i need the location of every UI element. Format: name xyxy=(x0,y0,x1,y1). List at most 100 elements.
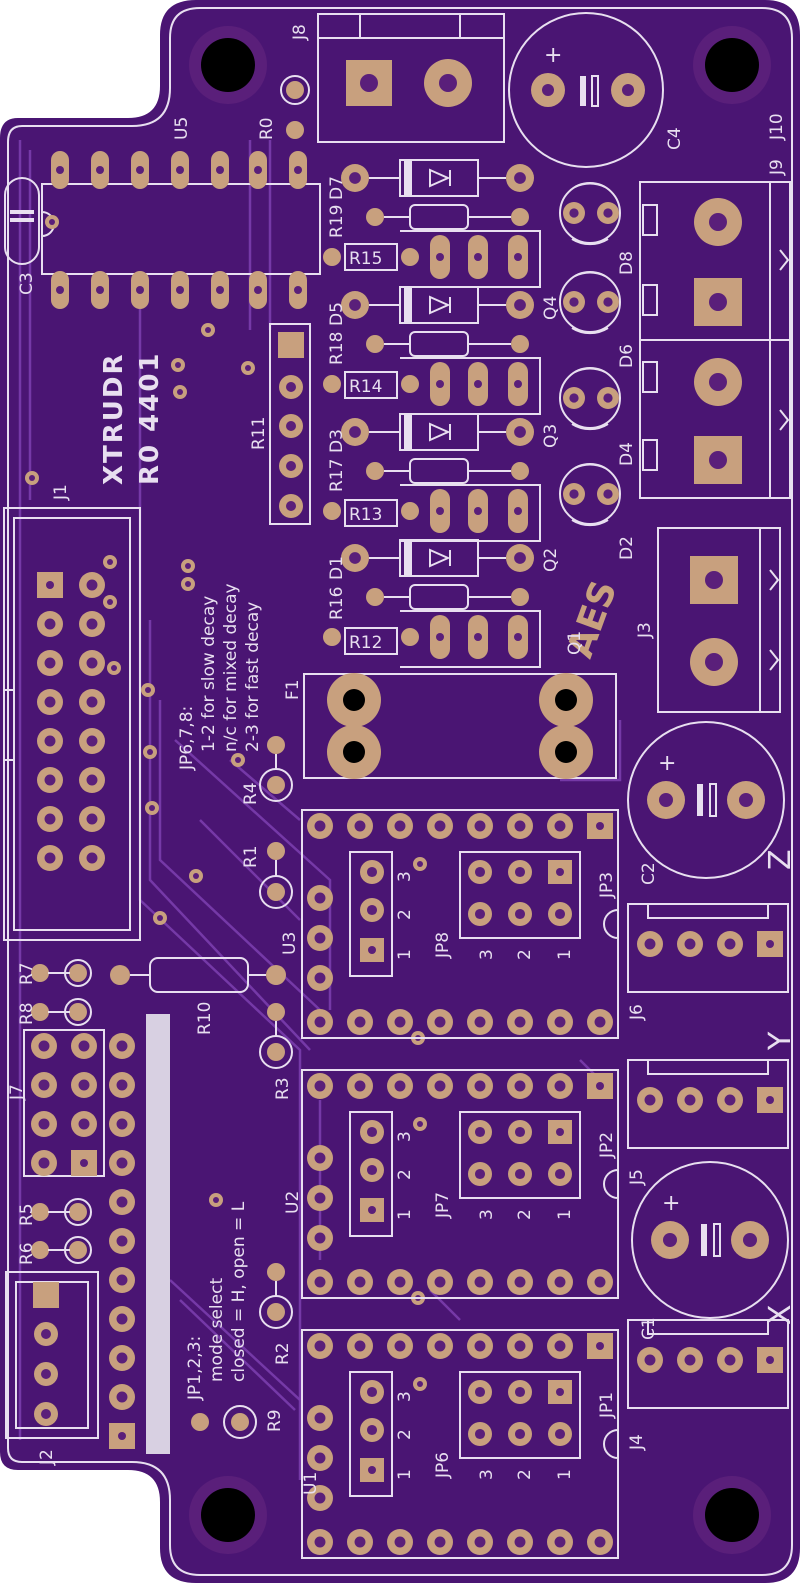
u3-hdr-pin-hole xyxy=(514,908,526,920)
diode-band xyxy=(404,287,412,323)
u2-side-pin-hole xyxy=(314,1232,326,1244)
u3-hdr-pin-hole xyxy=(474,866,486,878)
resistor-body xyxy=(409,458,469,484)
resistor-pad xyxy=(366,335,384,353)
transistor-pad-hole xyxy=(474,633,482,641)
label-u5: U5 xyxy=(172,117,192,140)
resistor-pad xyxy=(511,335,529,353)
u2-pin-hole xyxy=(314,1276,326,1288)
diode-symbol xyxy=(429,295,451,315)
diode-body xyxy=(399,159,479,197)
j1-pin-1-hole xyxy=(46,581,54,589)
diode-pad-hole xyxy=(349,552,361,564)
r11-header xyxy=(269,323,311,525)
led-pad-hole xyxy=(569,393,579,403)
label-r8: R8 xyxy=(17,1002,37,1025)
label-u3: U3 xyxy=(280,932,300,955)
u1-pin-hole xyxy=(434,1536,446,1548)
u3-jp-pin-hole xyxy=(366,904,378,916)
u1-pin-hole xyxy=(394,1340,406,1352)
u3-pin-hole xyxy=(554,1016,566,1028)
board-edge-silk xyxy=(7,7,793,1576)
label-r17: R17 xyxy=(327,459,347,492)
r10-resistor xyxy=(110,957,286,993)
resistor-pad xyxy=(366,588,384,606)
u3-pin-hole xyxy=(314,1016,326,1028)
j1-pin-hole xyxy=(44,696,56,708)
svg-text:Y: Y xyxy=(763,1030,798,1051)
led-pad-hole xyxy=(603,208,613,218)
title-block: XTRUDR R0 4401 xyxy=(99,351,165,485)
j2b-pin-hole xyxy=(116,1274,128,1286)
u1-pin-hole xyxy=(554,1536,566,1548)
axis-connectors xyxy=(627,903,789,1409)
label-d3: D3 xyxy=(327,429,347,453)
decay-note: JP6,7,8: 1-2 for slow decay n/c for mixe… xyxy=(177,583,263,771)
u3-hdr-pin-1-hole xyxy=(556,868,564,876)
u2-pin-hole xyxy=(594,1276,606,1288)
res-pad xyxy=(267,736,285,754)
jp3pin-1: 1 xyxy=(395,1209,415,1220)
via-hole xyxy=(417,1381,423,1387)
mounting-holes xyxy=(189,26,771,1554)
label-r19: R19 xyxy=(327,205,347,238)
r9-ring xyxy=(223,1405,257,1439)
decay-line2: n/c for mixed decay xyxy=(221,583,241,752)
j1-pin-hole xyxy=(44,618,56,630)
via-hole xyxy=(245,365,251,371)
u2-side-pin-hole xyxy=(314,1192,326,1204)
res-pad xyxy=(267,883,285,901)
j5-pad-hole xyxy=(644,1094,656,1106)
u3-pin-hole xyxy=(514,1016,526,1028)
led-outline xyxy=(559,367,621,429)
u2-pin-hole xyxy=(394,1276,406,1288)
j6-pad-hole xyxy=(644,938,656,950)
jp3pin-2-text: 2 xyxy=(395,1169,415,1180)
j7-pin-hole xyxy=(38,1040,50,1052)
label-f1: F1 xyxy=(283,679,303,700)
u2-pin-1-hole xyxy=(596,1082,604,1090)
diode-band xyxy=(404,540,412,576)
j2b-pin-hole xyxy=(116,1079,128,1091)
j1-pin-hole xyxy=(86,735,98,747)
u2-pin-hole xyxy=(354,1276,366,1288)
label-r7: R7 xyxy=(17,962,37,985)
label-j2: J2 xyxy=(37,1449,57,1466)
u2-pin-hole xyxy=(394,1080,406,1092)
diode-band xyxy=(404,414,412,450)
via-hole xyxy=(175,362,181,368)
led-outline xyxy=(559,182,621,244)
label-j3: J3 xyxy=(635,622,655,639)
u1-pin-hole xyxy=(354,1340,366,1352)
resistor-pad xyxy=(511,208,529,226)
j7-pin-hole xyxy=(38,1118,50,1130)
svg-text:X: X xyxy=(763,1302,798,1325)
hdr-2-text: 2 xyxy=(515,1469,535,1480)
transistor-pad-hole xyxy=(436,507,444,515)
jp3pin-2-text: 2 xyxy=(395,1429,415,1440)
via-hole xyxy=(157,915,163,921)
via-hole xyxy=(235,757,241,763)
hdr-3: 3 xyxy=(477,1469,497,1480)
label-r5: R5 xyxy=(17,1203,37,1226)
u2-pin-hole xyxy=(434,1080,446,1092)
j2b-pin-hole xyxy=(116,1313,128,1325)
u2-pin-hole xyxy=(474,1080,486,1092)
u2-pin-hole xyxy=(554,1276,566,1288)
u2-pin-hole xyxy=(434,1276,446,1288)
j7-pin-hole xyxy=(38,1157,50,1169)
jp3pin-2: 2 xyxy=(395,1169,415,1180)
u1-pin-hole xyxy=(434,1340,446,1352)
resistor-pad xyxy=(366,208,384,226)
j1-pin-hole xyxy=(44,852,56,864)
j1-pin-hole xyxy=(86,657,98,669)
capacitor-polarity: + + + xyxy=(544,43,680,1216)
u3-outline xyxy=(301,809,619,1039)
label-u2: U2 xyxy=(283,1191,303,1214)
u1-pin-hole xyxy=(314,1340,326,1352)
jp3pin-1-text: 1 xyxy=(395,1209,415,1220)
u3-jp-pin-1-hole xyxy=(368,946,376,954)
j8-terminal xyxy=(317,13,505,143)
